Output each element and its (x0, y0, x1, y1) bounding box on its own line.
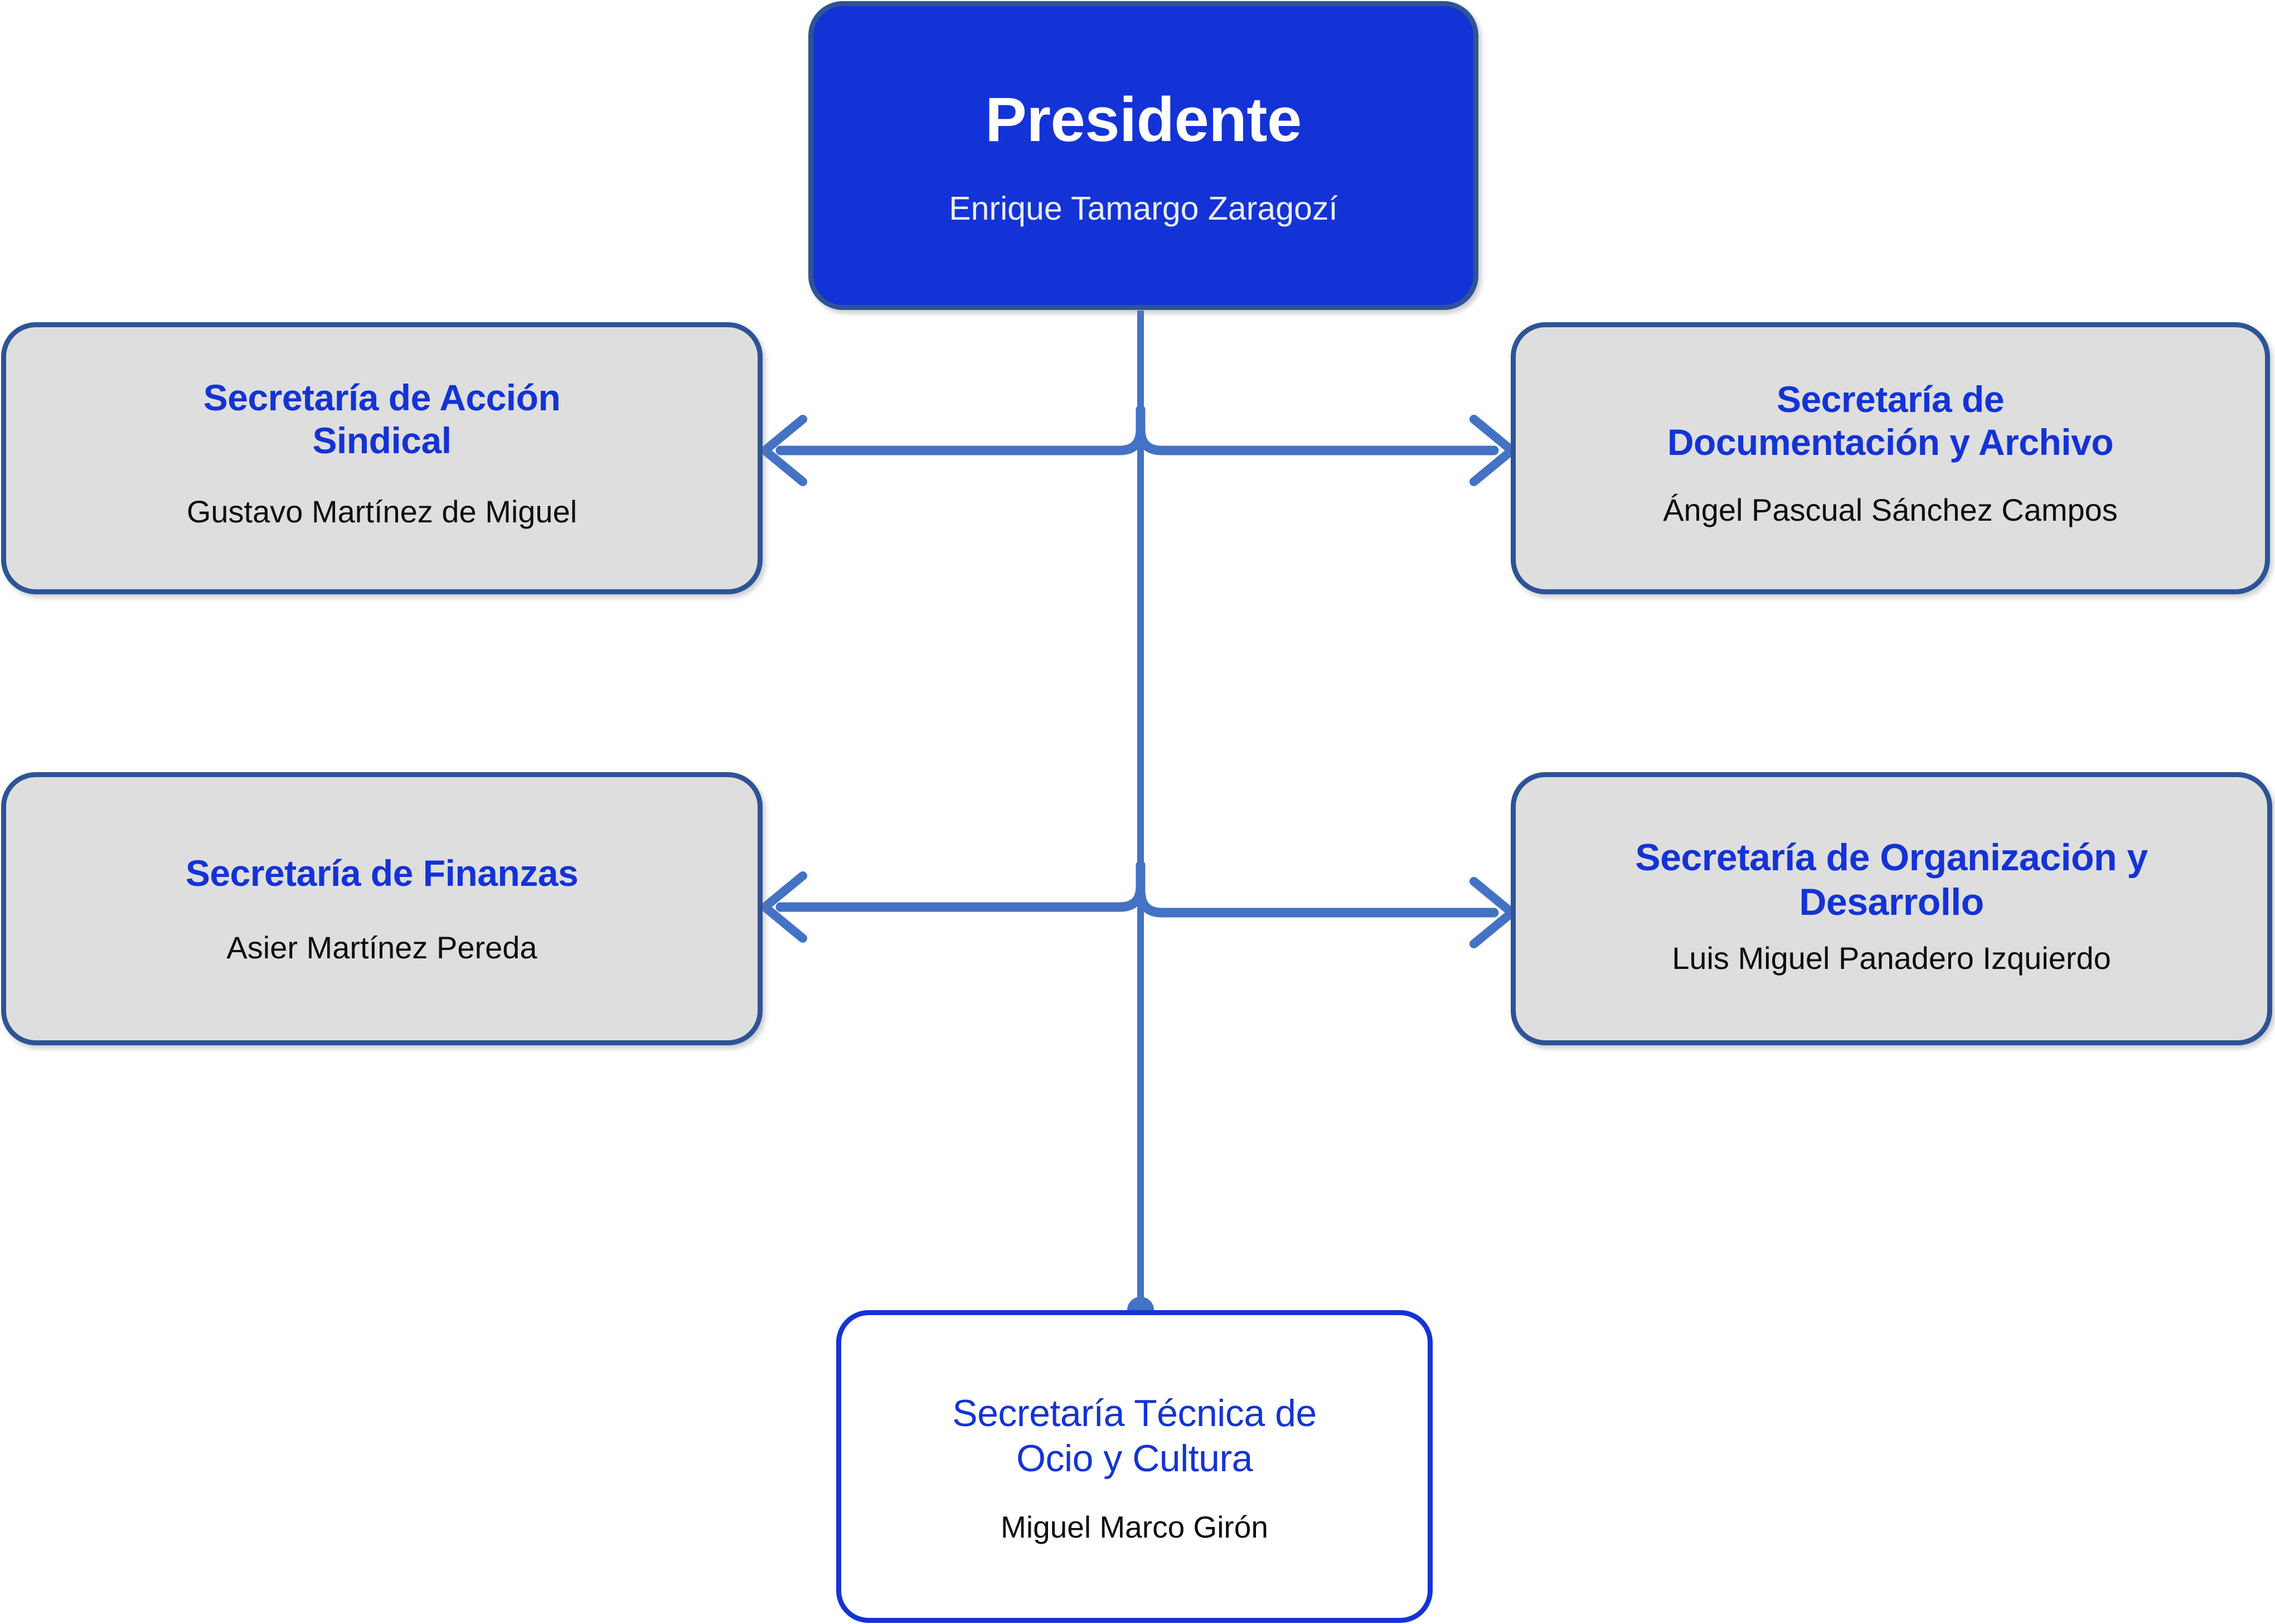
node-documentacion-title: Secretaría de Documentación y Archivo (1667, 378, 2114, 463)
node-finanzas-person: Asier Martínez Pereda (226, 930, 537, 966)
node-secretaria-accion-sindical[interactable]: Secretaría de Acción Sindical Gustavo Ma… (1, 322, 763, 594)
arrowhead-finanzas (760, 871, 807, 943)
arrowhead-accion-sindical (760, 415, 807, 486)
node-secretaria-tecnica-ocio-cultura[interactable]: Secretaría Técnica de Ocio y Cultura Mig… (836, 1310, 1433, 1623)
node-accion-sindical-person: Gustavo Martínez de Miguel (186, 494, 578, 530)
node-secretaria-finanzas[interactable]: Secretaría de Finanzas Asier Martínez Pe… (1, 772, 763, 1045)
node-ocio-cultura-person: Miguel Marco Girón (1001, 1509, 1268, 1544)
node-president[interactable]: Presidente Enrique Tamargo Zaragozí (808, 1, 1478, 310)
node-president-title: Presidente (985, 84, 1302, 154)
connector-president-to-documentacion (1136, 405, 1499, 455)
node-accion-sindical-title: Secretaría de Acción Sindical (203, 376, 561, 462)
arrowhead-organizacion (1469, 877, 1516, 948)
node-documentacion-person: Ángel Pascual Sánchez Campos (1663, 492, 2118, 528)
arrowhead-documentacion (1469, 415, 1516, 486)
node-organizacion-person: Luis Miguel Panadero Izquierdo (1672, 940, 2111, 976)
connector-president-to-finanzas (775, 860, 1146, 912)
node-secretaria-documentacion-archivo[interactable]: Secretaría de Documentación y Archivo Án… (1511, 322, 2270, 594)
node-secretaria-organizacion-desarrollo[interactable]: Secretaría de Organización y Desarrollo … (1511, 772, 2272, 1045)
node-ocio-cultura-title: Secretaría Técnica de Ocio y Cultura (952, 1392, 1317, 1480)
connector-president-to-accion-sindical (775, 405, 1146, 455)
node-finanzas-title: Secretaría de Finanzas (185, 852, 579, 894)
node-organizacion-title: Secretaría de Organización y Desarrollo (1635, 836, 2148, 924)
node-president-person: Enrique Tamargo Zaragozí (949, 190, 1338, 227)
connector-president-to-organizacion (1136, 860, 1499, 918)
